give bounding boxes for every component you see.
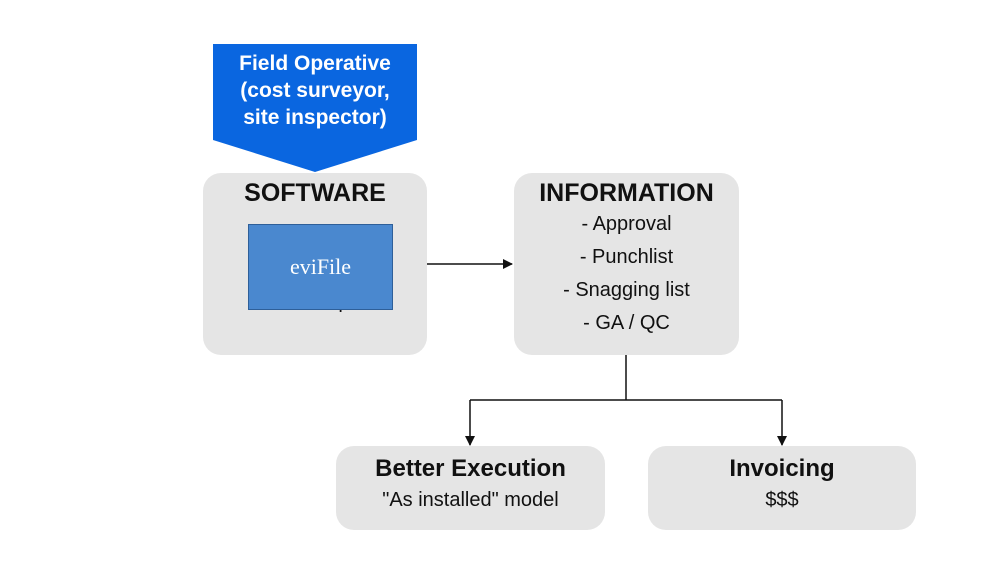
- role-banner-line: site inspector): [243, 106, 387, 129]
- information-item: - Approval: [581, 213, 672, 235]
- role-banner-arrow: [213, 44, 417, 172]
- software-title: SOFTWARE: [244, 179, 386, 207]
- information-item: - Snagging list: [563, 279, 690, 301]
- information-item: - GA / QC: [583, 312, 670, 334]
- better-execution-subtitle: "As installed" model: [382, 489, 559, 511]
- information-item: - Punchlist: [579, 246, 674, 268]
- role-banner-label: Field Operative (cost surveyor, site ins…: [213, 50, 417, 131]
- information-items: - Approval - Punchlist - Snagging list -…: [514, 208, 739, 340]
- evifile-overlay: eviFile: [248, 224, 393, 310]
- information-box: INFORMATION - Approval - Punchlist - Sna…: [514, 173, 739, 355]
- invoicing-box: Invoicing $$$: [648, 446, 916, 530]
- role-banner-line: Field Operative: [239, 52, 391, 75]
- evifile-label: eviFile: [289, 254, 352, 279]
- role-banner-line: (cost surveyor,: [240, 79, 390, 102]
- better-execution-title: Better Execution: [375, 455, 566, 482]
- better-execution-box: Better Execution "As installed" model: [336, 446, 605, 530]
- invoicing-title: Invoicing: [729, 455, 835, 482]
- invoicing-subtitle: $$$: [765, 489, 799, 511]
- information-title: INFORMATION: [539, 179, 714, 207]
